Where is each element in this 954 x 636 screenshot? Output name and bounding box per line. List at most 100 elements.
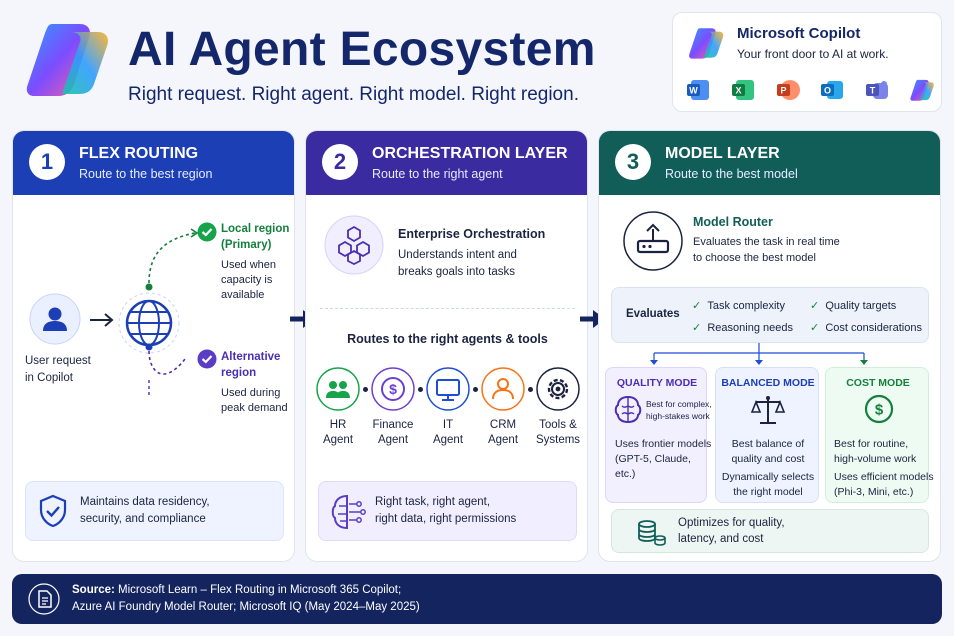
- model-router-title: Model Router: [693, 215, 773, 229]
- source-label: Source:: [72, 584, 115, 596]
- optimizes-note: Optimizes for quality, latency, and cost: [611, 509, 929, 553]
- note-text: right data, right permissions: [375, 513, 517, 525]
- people-icon[interactable]: [316, 367, 360, 411]
- local-region-title: Local region: [221, 223, 290, 235]
- mode-hint: high-stakes work: [646, 411, 710, 421]
- user-request-label: in Copilot: [25, 372, 73, 384]
- shield-icon: [39, 494, 67, 528]
- data-residency-note: Maintains data residency, security, and …: [25, 481, 284, 541]
- mode-desc: (GPT-5, Claude,: [615, 453, 691, 465]
- agent-label: IT: [442, 419, 454, 431]
- gear-icon[interactable]: [536, 367, 580, 411]
- mode-desc: etc.): [615, 468, 636, 480]
- local-region-desc: Used when: [221, 259, 277, 271]
- model-router-desc: Evaluates the task in real time: [693, 236, 840, 248]
- teams-icon[interactable]: T: [864, 77, 890, 103]
- panel-title: MODEL LAYER: [665, 145, 780, 162]
- app-icon-row: W X P O T: [685, 75, 935, 105]
- mode-connectors: [650, 343, 868, 365]
- panel-subtitle: Route to the best region: [79, 167, 213, 181]
- criterion: Task complexity: [707, 300, 785, 312]
- routes-title: Routes to the right agents & tools: [347, 332, 548, 346]
- person-icon[interactable]: [481, 367, 525, 411]
- agent-label: Agent: [377, 434, 409, 446]
- excel-icon[interactable]: X: [730, 77, 756, 103]
- flex-routing-panel: 1 FLEX ROUTING Route to the best region …: [12, 130, 295, 562]
- check-icon: ✓: [810, 322, 820, 334]
- copilot-logo-icon: [689, 28, 724, 59]
- criterion: Cost considerations: [825, 322, 922, 334]
- svg-text:$: $: [875, 402, 884, 419]
- document-icon: [28, 583, 60, 615]
- source-text: Azure AI Foundry Model Router; Microsoft…: [72, 601, 420, 613]
- note-text: Maintains data residency,: [80, 496, 210, 508]
- word-icon[interactable]: W: [685, 77, 711, 103]
- orchestration-desc: Understands intent and: [398, 249, 517, 261]
- separator-dot: [363, 387, 368, 392]
- mode-desc: (Phi-3, Mini, etc.): [834, 486, 914, 498]
- note-text: Right task, right agent,: [375, 496, 491, 508]
- agent-label: Systems: [535, 434, 581, 446]
- divider: [320, 308, 575, 309]
- check-icon: ✓: [810, 300, 820, 312]
- cost-mode-card: COST MODE $ Best for routine, high-volum…: [825, 367, 934, 503]
- mode-desc: the right model: [733, 486, 803, 498]
- mode-title: QUALITY MODE: [616, 377, 698, 389]
- orchestration-desc: breaks goals into tasks: [398, 266, 515, 278]
- router-icon: [623, 211, 683, 271]
- criterion: Reasoning needs: [707, 322, 793, 334]
- copilot-icon[interactable]: [909, 77, 935, 103]
- copilot-card-title: Microsoft Copilot: [737, 25, 861, 42]
- evaluates-label: Evaluates: [626, 308, 680, 320]
- user-icon: [29, 293, 81, 345]
- criterion: Quality targets: [825, 300, 897, 312]
- coins-icon: [638, 520, 666, 546]
- balanced-mode-card: BALANCED MODE Best balance of quality an…: [715, 367, 819, 503]
- panel-header: 1 FLEX ROUTING Route to the best region: [13, 131, 294, 195]
- dollar-coin-icon: $: [864, 394, 894, 424]
- mode-desc: high-volume work: [834, 453, 917, 465]
- agent-label: Agent: [432, 434, 464, 446]
- step-number: 1: [29, 144, 65, 180]
- routing-branches: [145, 228, 199, 395]
- source-footer: Source: Microsoft Learn – Flex Routing i…: [12, 574, 942, 624]
- model-router-desc: to choose the best model: [693, 252, 816, 264]
- separator-dot: [473, 387, 478, 392]
- panel-header: 2 ORCHESTRATION LAYER Route to the right…: [306, 131, 587, 195]
- step-number: 3: [615, 144, 651, 180]
- panel-title: ORCHESTRATION LAYER: [372, 145, 568, 162]
- agent-label: Agent: [322, 434, 354, 446]
- alt-region-desc: peak demand: [221, 402, 288, 414]
- monitor-icon[interactable]: [426, 367, 470, 411]
- model-layer-panel: 3 MODEL LAYER Route to the best model Mo…: [598, 130, 941, 562]
- mode-hint: Best for complex,: [646, 399, 712, 409]
- dollar-icon[interactable]: $: [371, 367, 415, 411]
- agent-label: HR: [329, 419, 347, 431]
- step-number: 2: [322, 144, 358, 180]
- powerpoint-icon[interactable]: P: [775, 77, 801, 103]
- agent-label: CRM: [489, 419, 517, 431]
- mode-title: COST MODE: [846, 377, 910, 389]
- scales-icon: [750, 396, 786, 424]
- panel-subtitle: Route to the right agent: [372, 167, 503, 181]
- outlook-icon[interactable]: O: [819, 77, 845, 103]
- agent-label: Tools &: [539, 419, 577, 431]
- teams-letter: T: [870, 86, 876, 96]
- orchestration-panel: 2 ORCHESTRATION LAYER Route to the right…: [305, 130, 588, 562]
- local-region-desc: available: [221, 289, 265, 301]
- orchestration-title: Enterprise Orchestration: [398, 227, 546, 241]
- page-subtitle: Right request. Right agent. Right model.…: [128, 84, 579, 105]
- mode-desc: Uses frontier models: [615, 438, 712, 450]
- agent-label: Finance: [372, 419, 414, 431]
- mode-title: BALANCED MODE: [721, 377, 815, 389]
- alt-region-title: region: [221, 367, 257, 379]
- user-request-label: User request: [25, 355, 91, 367]
- separator-dot: [418, 387, 423, 392]
- alt-region-desc: Used during: [221, 387, 281, 399]
- hexagon-network-icon: [324, 215, 384, 275]
- powerpoint-letter: P: [780, 86, 786, 96]
- optimizes-text: latency, and cost: [678, 533, 764, 545]
- mode-desc: quality and cost: [731, 453, 805, 465]
- alt-region-title: Alternative: [221, 351, 281, 363]
- mode-desc: Best balance of: [731, 438, 805, 450]
